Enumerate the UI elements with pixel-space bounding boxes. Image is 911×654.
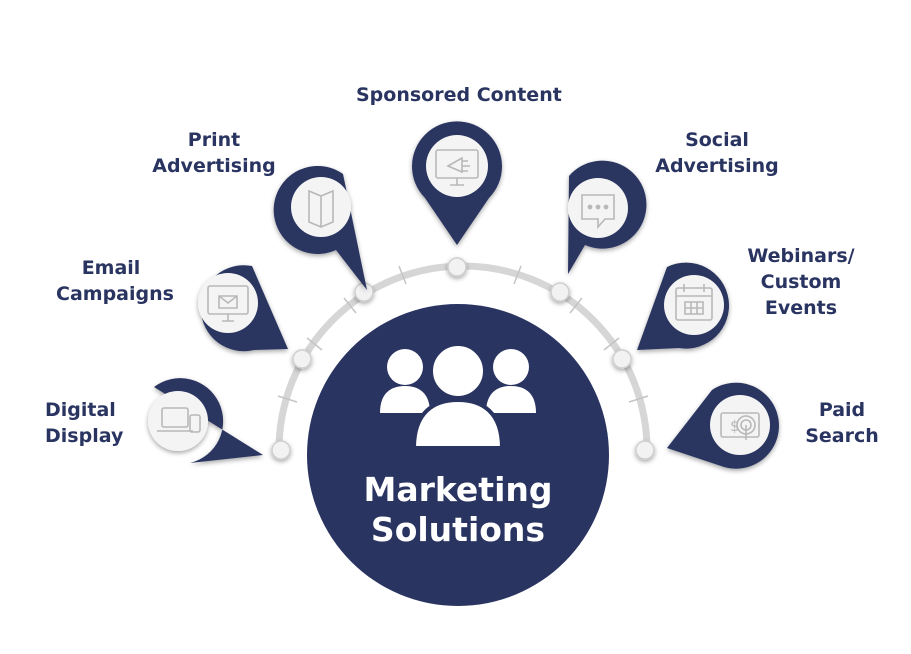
brochure-icon bbox=[308, 189, 334, 228]
arc-ticks bbox=[277, 265, 649, 403]
pin-paid-search[interactable]: $ bbox=[667, 382, 779, 469]
arc-node bbox=[635, 440, 655, 460]
pin-webinars-custom-events[interactable] bbox=[637, 262, 730, 350]
devices-icon bbox=[157, 407, 201, 433]
dollar-sign: $ bbox=[730, 417, 740, 435]
email-monitor-icon bbox=[207, 285, 249, 322]
label-sponsored-content: Sponsored Content bbox=[356, 84, 562, 106]
pin-print-advertising[interactable] bbox=[273, 165, 367, 290]
calendar-icon bbox=[675, 284, 713, 321]
arc-node bbox=[292, 349, 312, 369]
pin-email-campaigns[interactable] bbox=[198, 265, 288, 352]
people-group-icon bbox=[380, 342, 536, 450]
arc-nodes bbox=[271, 257, 655, 460]
monitor-megaphone-icon bbox=[435, 149, 479, 186]
arc-node bbox=[447, 257, 467, 277]
chat-bubble-icon bbox=[581, 194, 615, 230]
arc-node bbox=[612, 349, 632, 369]
arc-node bbox=[550, 282, 570, 302]
pin-digital-display[interactable] bbox=[148, 378, 263, 463]
center-circle bbox=[307, 304, 609, 606]
pin-social-advertising[interactable] bbox=[568, 160, 647, 274]
pin-sponsored-content[interactable] bbox=[412, 121, 503, 245]
arc-node bbox=[271, 440, 291, 460]
dollar-click-icon bbox=[720, 412, 760, 440]
